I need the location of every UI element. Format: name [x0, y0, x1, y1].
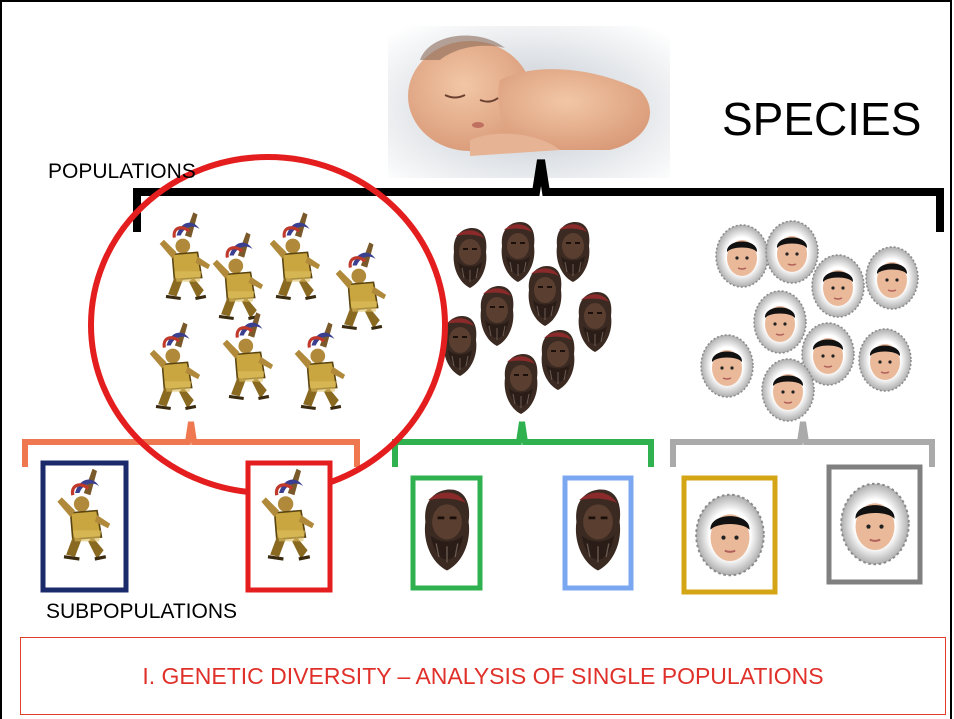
subpopulation-6	[829, 467, 920, 582]
species-photo	[388, 26, 670, 178]
subpopulation-2	[248, 463, 330, 590]
population-3-group	[701, 221, 918, 421]
population-3-bracket	[673, 422, 932, 467]
subpopulation-3	[413, 478, 480, 588]
species-bracket	[137, 160, 940, 232]
caption-box: I. GENETIC DIVERSITY – ANALYSIS OF SINGL…	[20, 637, 946, 715]
subpopulation-5	[684, 478, 775, 592]
subpopulation-4	[565, 478, 631, 588]
population-1-group	[150, 212, 386, 408]
population-2-group	[444, 222, 612, 414]
caption-text: I. GENETIC DIVERSITY – ANALYSIS OF SINGL…	[142, 663, 823, 690]
population-1-bracket	[25, 422, 357, 467]
populations-label: POPULATIONS	[48, 160, 196, 184]
species-label: SPECIES	[722, 92, 921, 146]
population-2-bracket	[395, 422, 651, 467]
subpopulations-label: SUBPOPULATIONS	[46, 600, 237, 624]
subpopulation-1	[43, 463, 126, 590]
